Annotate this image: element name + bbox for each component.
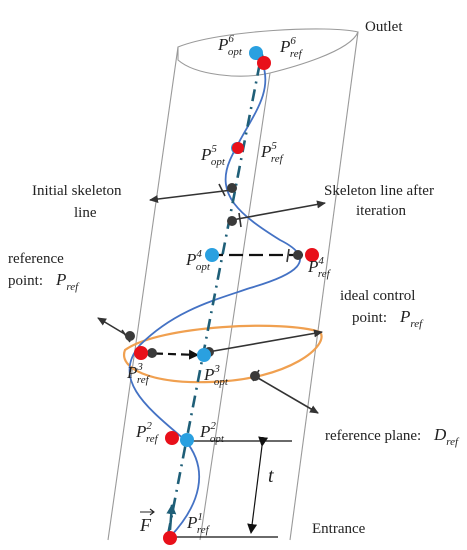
entrance-label: Entrance	[312, 521, 366, 537]
label-f: F	[139, 515, 152, 535]
tick-1	[218, 183, 226, 197]
control-node-3	[293, 250, 303, 260]
text-labels: Outlet Entrance Initial skeleton line Sk…	[8, 19, 434, 537]
pointer-arrows	[97, 189, 326, 414]
skeleton-after-arrow	[231, 200, 326, 221]
skeleton-after-label-1: Skeleton line after	[324, 183, 434, 199]
height-marker	[172, 436, 292, 538]
ref-point-6	[257, 56, 271, 70]
ideal-control-label-2: point:	[352, 310, 387, 326]
f-vector-arrow-icon	[140, 508, 155, 516]
force-arrow	[166, 504, 177, 531]
ref-point-2	[165, 431, 179, 445]
cylinder-top-ellipse	[177, 28, 359, 77]
skeleton-after-label-2: iteration	[356, 203, 406, 219]
control-node-2	[227, 216, 237, 226]
label-t: t	[268, 465, 274, 487]
initial-skeleton-arrow	[149, 189, 233, 204]
ref-point-4	[305, 248, 319, 262]
reference-plane-label: reference plane:	[325, 428, 421, 444]
label-d-ref: Dref	[433, 425, 460, 448]
skeleton-line	[166, 51, 266, 536]
cylinder-left-edge	[107, 46, 179, 541]
ideal-control-arrow	[207, 329, 323, 353]
iteration-arrow-3	[141, 349, 199, 360]
ref-point-1	[163, 531, 177, 545]
reference-plane-ellipse	[122, 324, 323, 384]
ref-point-5	[232, 142, 244, 154]
control-node-7	[250, 371, 260, 381]
initial-skeleton-label-2: line	[74, 205, 97, 221]
t-dimension-arrow	[247, 436, 269, 534]
reference-plane-arrow	[257, 377, 319, 414]
control-node-4	[125, 331, 135, 341]
iteration-arrows	[141, 250, 303, 360]
control-nodes	[125, 183, 303, 381]
outlet-label: Outlet	[365, 19, 403, 35]
reference-point-arrow	[97, 317, 129, 337]
cylinder-inner-edge	[199, 72, 271, 541]
label-p-ref-ideal: Pref	[399, 307, 424, 330]
initial-skeleton-label-1: Initial skeleton	[32, 183, 122, 199]
tick-2	[238, 212, 242, 228]
opt-point-3	[197, 348, 211, 362]
ideal-control-label-1: ideal control	[340, 288, 415, 304]
control-node-5	[147, 348, 157, 358]
cylinder-outline	[107, 28, 359, 541]
reference-point-label-1: reference	[8, 251, 64, 267]
opt-point-4	[205, 248, 219, 262]
opt-point-2	[180, 433, 194, 447]
tick-3	[286, 248, 290, 263]
opt-point-6	[249, 46, 263, 60]
ref-points	[134, 56, 319, 545]
ref-point-3	[134, 346, 148, 360]
label-p-ref-reference: Pref	[55, 270, 80, 293]
reference-point-label-2: point:	[8, 273, 43, 289]
cylinder-right-edge	[289, 31, 359, 541]
control-node-1	[227, 183, 237, 193]
